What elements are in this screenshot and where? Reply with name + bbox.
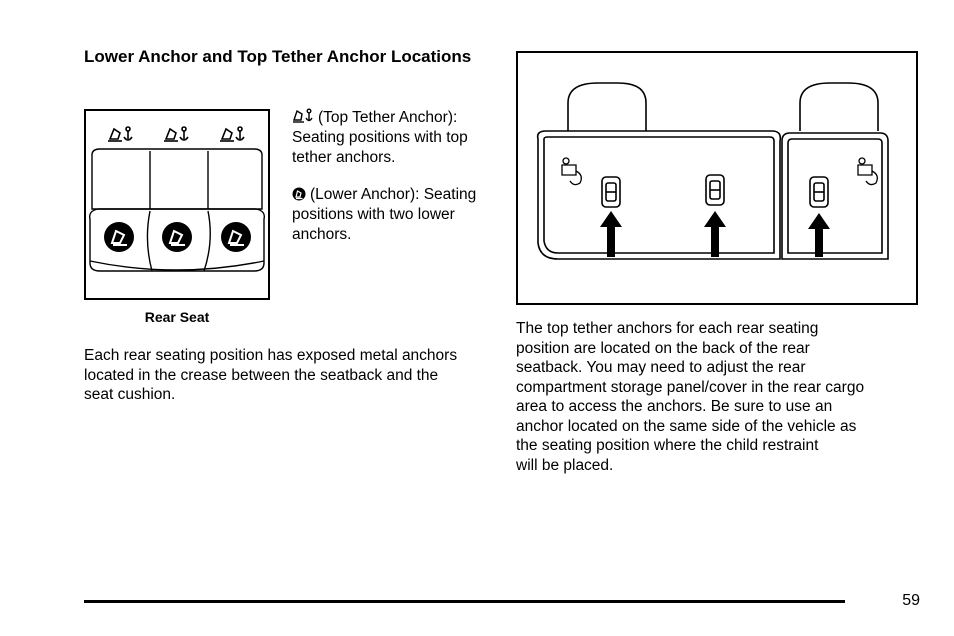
headrest-left bbox=[567, 82, 647, 131]
legend-lower-anchor: (Lower Anchor): Seating positions with t… bbox=[292, 185, 492, 245]
right-paragraph-line: The top tether anchors for each rear sea… bbox=[516, 320, 819, 337]
seatback-left bbox=[536, 130, 782, 260]
legend-top-tether-text: (Top Tether Anchor): Seating positions w… bbox=[292, 109, 468, 166]
right-paragraph-line: area to access the anchors. Be sure to u… bbox=[516, 398, 833, 415]
legend-lower-anchor-text: (Lower Anchor): Seating positions with t… bbox=[292, 186, 477, 243]
right-paragraph-line: will be placed. bbox=[516, 456, 614, 474]
seatback-rear-illustration bbox=[536, 82, 889, 260]
right-paragraph-line: the seating position where the child res… bbox=[516, 437, 819, 454]
top-tether-anchor-marker bbox=[601, 174, 829, 208]
right-paragraph-line: position are located on the back of the … bbox=[516, 339, 810, 357]
seatback-rear-figure bbox=[516, 51, 918, 305]
footer-rule bbox=[84, 600, 845, 603]
page-number: 59 bbox=[902, 592, 920, 609]
cargo-tether-icon bbox=[561, 157, 582, 186]
lower-anchor-icon bbox=[221, 222, 251, 252]
figure-caption: Rear Seat bbox=[144, 309, 210, 325]
legend-top-tether: (Top Tether Anchor): Seating positions w… bbox=[292, 108, 492, 168]
seat-cushion bbox=[88, 208, 266, 272]
lower-anchor-icon bbox=[162, 222, 192, 252]
seatback-right bbox=[781, 132, 889, 260]
lower-anchor-icon bbox=[292, 187, 306, 201]
right-paragraph-line: seatback. You may need to adjust the rea… bbox=[516, 359, 806, 376]
top-tether-anchor-icon bbox=[164, 126, 189, 142]
top-tether-anchor-icon bbox=[292, 108, 314, 124]
section-heading: Lower Anchor and Top Tether Anchor Locat… bbox=[84, 47, 472, 66]
right-paragraph-line: anchor located on the same side of the v… bbox=[516, 417, 857, 435]
rear-seat-figure bbox=[84, 109, 270, 300]
rear-seat-illustration bbox=[88, 126, 266, 272]
pointer-arrow bbox=[600, 211, 830, 257]
top-tether-anchor-icon bbox=[108, 126, 133, 142]
top-tether-anchor-icon bbox=[220, 126, 245, 142]
right-paragraph: The top tether anchors for each rear sea… bbox=[516, 319, 926, 475]
seat-back bbox=[91, 148, 263, 210]
right-paragraph-line: compartment storage panel/cover in the r… bbox=[516, 378, 865, 396]
cargo-tether-icon bbox=[857, 157, 878, 186]
left-paragraph: Each rear seating position has exposed m… bbox=[84, 347, 458, 403]
headrest-right bbox=[799, 82, 879, 131]
lower-anchor-icon bbox=[104, 222, 134, 252]
